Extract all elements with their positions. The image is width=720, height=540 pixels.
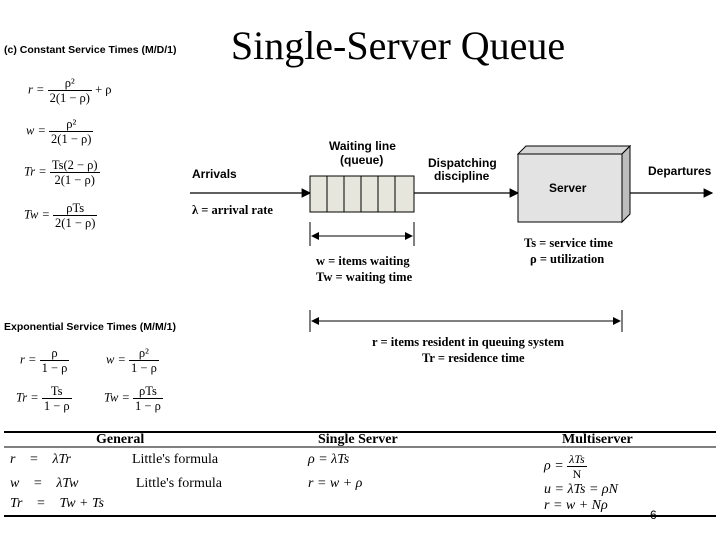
dispatching-label: Dispatching bbox=[428, 156, 497, 170]
md1-heading: (c) Constant Service Times (M/D/1) bbox=[4, 44, 177, 56]
items-resident-label: r = items resident in queuing system bbox=[372, 335, 565, 349]
departures-label: Departures bbox=[648, 164, 712, 178]
arrivals-label: Arrivals bbox=[192, 167, 237, 181]
waiting-time-label: Tw = waiting time bbox=[316, 270, 413, 284]
queue-label: (queue) bbox=[340, 153, 384, 167]
page-title: Single-Server Queue bbox=[230, 23, 566, 68]
md1-r-tail: + ρ bbox=[95, 82, 112, 97]
table-head-multi: Multiserver bbox=[562, 432, 633, 447]
page-number: 6 bbox=[650, 508, 657, 522]
items-waiting-label: w = items waiting bbox=[316, 254, 410, 268]
multi-row-3: r = w + Nρ bbox=[544, 498, 608, 513]
discipline-label: discipline bbox=[434, 169, 490, 183]
general-row-1: r = λTr Little's formula bbox=[10, 452, 219, 467]
queue-box bbox=[309, 175, 415, 213]
general-row-3: Tr = Tw + Ts bbox=[10, 496, 104, 511]
server-label: Server bbox=[549, 181, 587, 195]
md1-r-lhs: r = bbox=[28, 82, 45, 97]
residence-time-label: Tr = residence time bbox=[422, 351, 525, 365]
utilization-label: ρ = utilization bbox=[530, 252, 605, 266]
service-time-label: Ts = service time bbox=[524, 236, 613, 250]
arrival-rate-label: λ = arrival rate bbox=[192, 203, 273, 217]
general-row-2: w = λTw Little's formula bbox=[10, 476, 222, 491]
table-head-general: General bbox=[96, 432, 145, 447]
table-head-single: Single Server bbox=[318, 432, 398, 447]
single-row-1: ρ = λTs bbox=[308, 452, 350, 467]
multi-row-2: u = λTs = ρN bbox=[544, 482, 618, 497]
md1-tr-formula: Tr = Ts(2 − ρ)2(1 − ρ) bbox=[24, 158, 100, 187]
waiting-line-label: Waiting line bbox=[329, 139, 396, 153]
single-row-2: r = w + ρ bbox=[308, 476, 363, 491]
server-box bbox=[516, 144, 632, 224]
mm1-heading: Exponential Service Times (M/M/1) bbox=[4, 321, 176, 333]
